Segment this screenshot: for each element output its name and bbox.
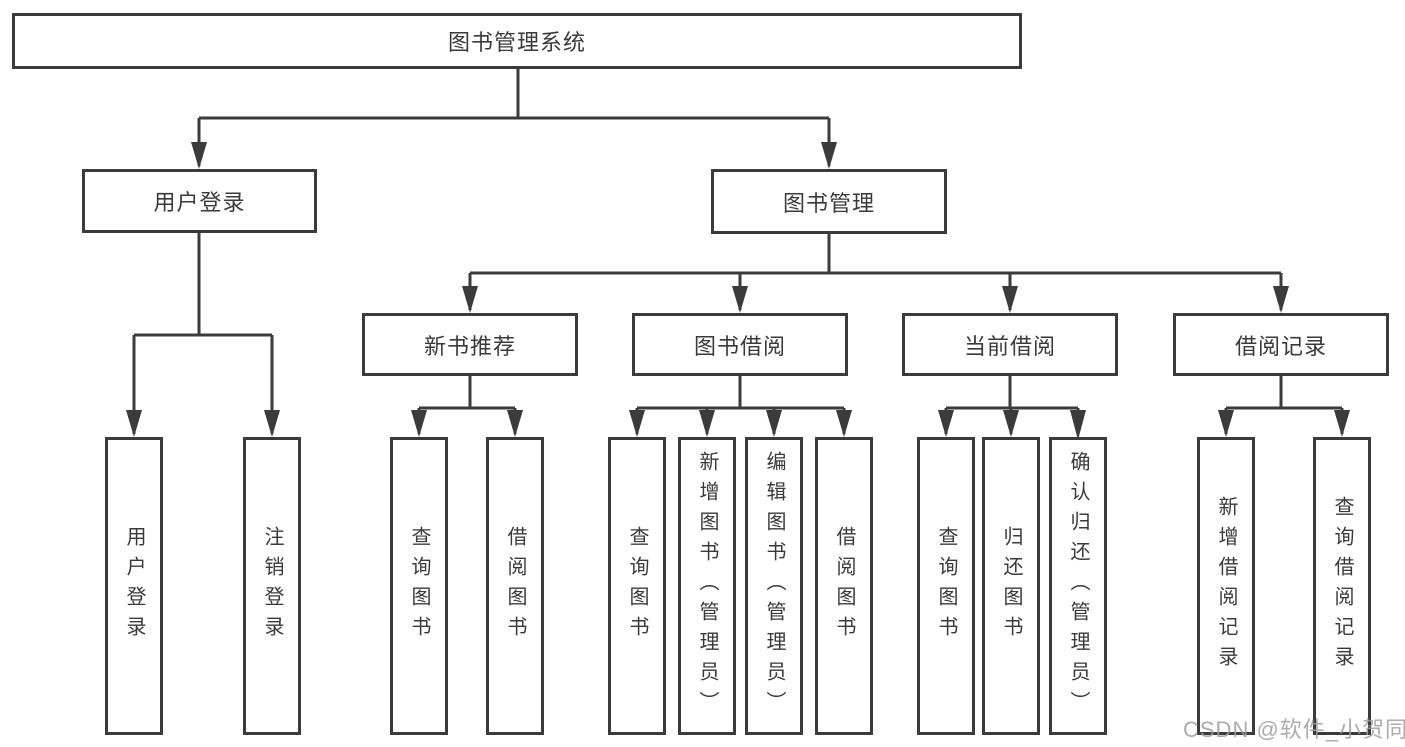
leaf-query-borrow-record: 查询借阅记录 — [1313, 437, 1371, 735]
leaf-logout: 注销登录 — [243, 437, 301, 735]
connector-book-borrow-subtree — [635, 376, 846, 434]
arrowhead-icon — [264, 410, 280, 437]
arrowhead-icon — [629, 410, 645, 437]
connector-book-mgmt-to-level3 — [468, 234, 1283, 310]
arrowhead-icon — [1003, 410, 1019, 437]
arrowhead-icon — [462, 286, 478, 313]
arrowhead-icon — [507, 410, 523, 437]
arrowhead-icon — [1218, 410, 1234, 437]
leaf-user-login: 用户登录 — [105, 437, 163, 735]
leaf-edit-book-admin: 编辑图书（管理员） — [745, 437, 803, 735]
connector-new-books-subtree — [417, 376, 517, 434]
arrowhead-icon — [836, 410, 852, 437]
node-root: 图书管理系统 — [12, 13, 1022, 69]
arrowhead-icon — [699, 410, 715, 437]
leaf-query-books-recommend: 查询图书 — [390, 437, 448, 735]
arrowhead-icon — [821, 142, 837, 169]
arrowhead-icon — [1002, 286, 1018, 313]
node-book-borrow: 图书借阅 — [632, 313, 848, 376]
node-borrow-records: 借阅记录 — [1173, 313, 1389, 376]
arrowhead-icon — [938, 410, 954, 437]
arrowhead-icon — [191, 142, 207, 169]
arrowhead-icon — [732, 286, 748, 313]
arrowhead-icon — [411, 410, 427, 437]
connector-root-to-level2 — [197, 68, 831, 166]
arrowhead-icon — [1273, 286, 1289, 313]
arrowhead-icon — [1334, 410, 1350, 437]
arrowheads — [126, 142, 1350, 440]
leaf-add-borrow-record: 新增借阅记录 — [1197, 437, 1255, 735]
node-book-management: 图书管理 — [711, 169, 947, 234]
node-user-login: 用户登录 — [82, 169, 317, 233]
leaf-return-books: 归还图书 — [982, 437, 1040, 735]
connector-user-login-subtree — [132, 233, 274, 434]
leaf-borrow-books: 借阅图书 — [815, 437, 873, 735]
arrowhead-icon — [766, 410, 782, 437]
leaf-borrow-books-recommend: 借阅图书 — [486, 437, 544, 735]
node-new-book-recommend: 新书推荐 — [362, 313, 578, 376]
leaf-confirm-return-admin: 确认归还（管理员） — [1049, 437, 1107, 735]
node-current-borrow: 当前借阅 — [902, 313, 1118, 376]
connector-borrow-records-subtree — [1224, 376, 1344, 434]
leaf-add-book-admin: 新增图书（管理员） — [678, 437, 736, 735]
watermark: CSDN @软件_小贺同学 — [1183, 717, 1405, 742]
leaf-query-books-borrow: 查询图书 — [608, 437, 666, 735]
arrowhead-icon — [126, 410, 142, 437]
arrowhead-icon — [1070, 410, 1086, 440]
leaf-query-books-current: 查询图书 — [917, 437, 975, 735]
